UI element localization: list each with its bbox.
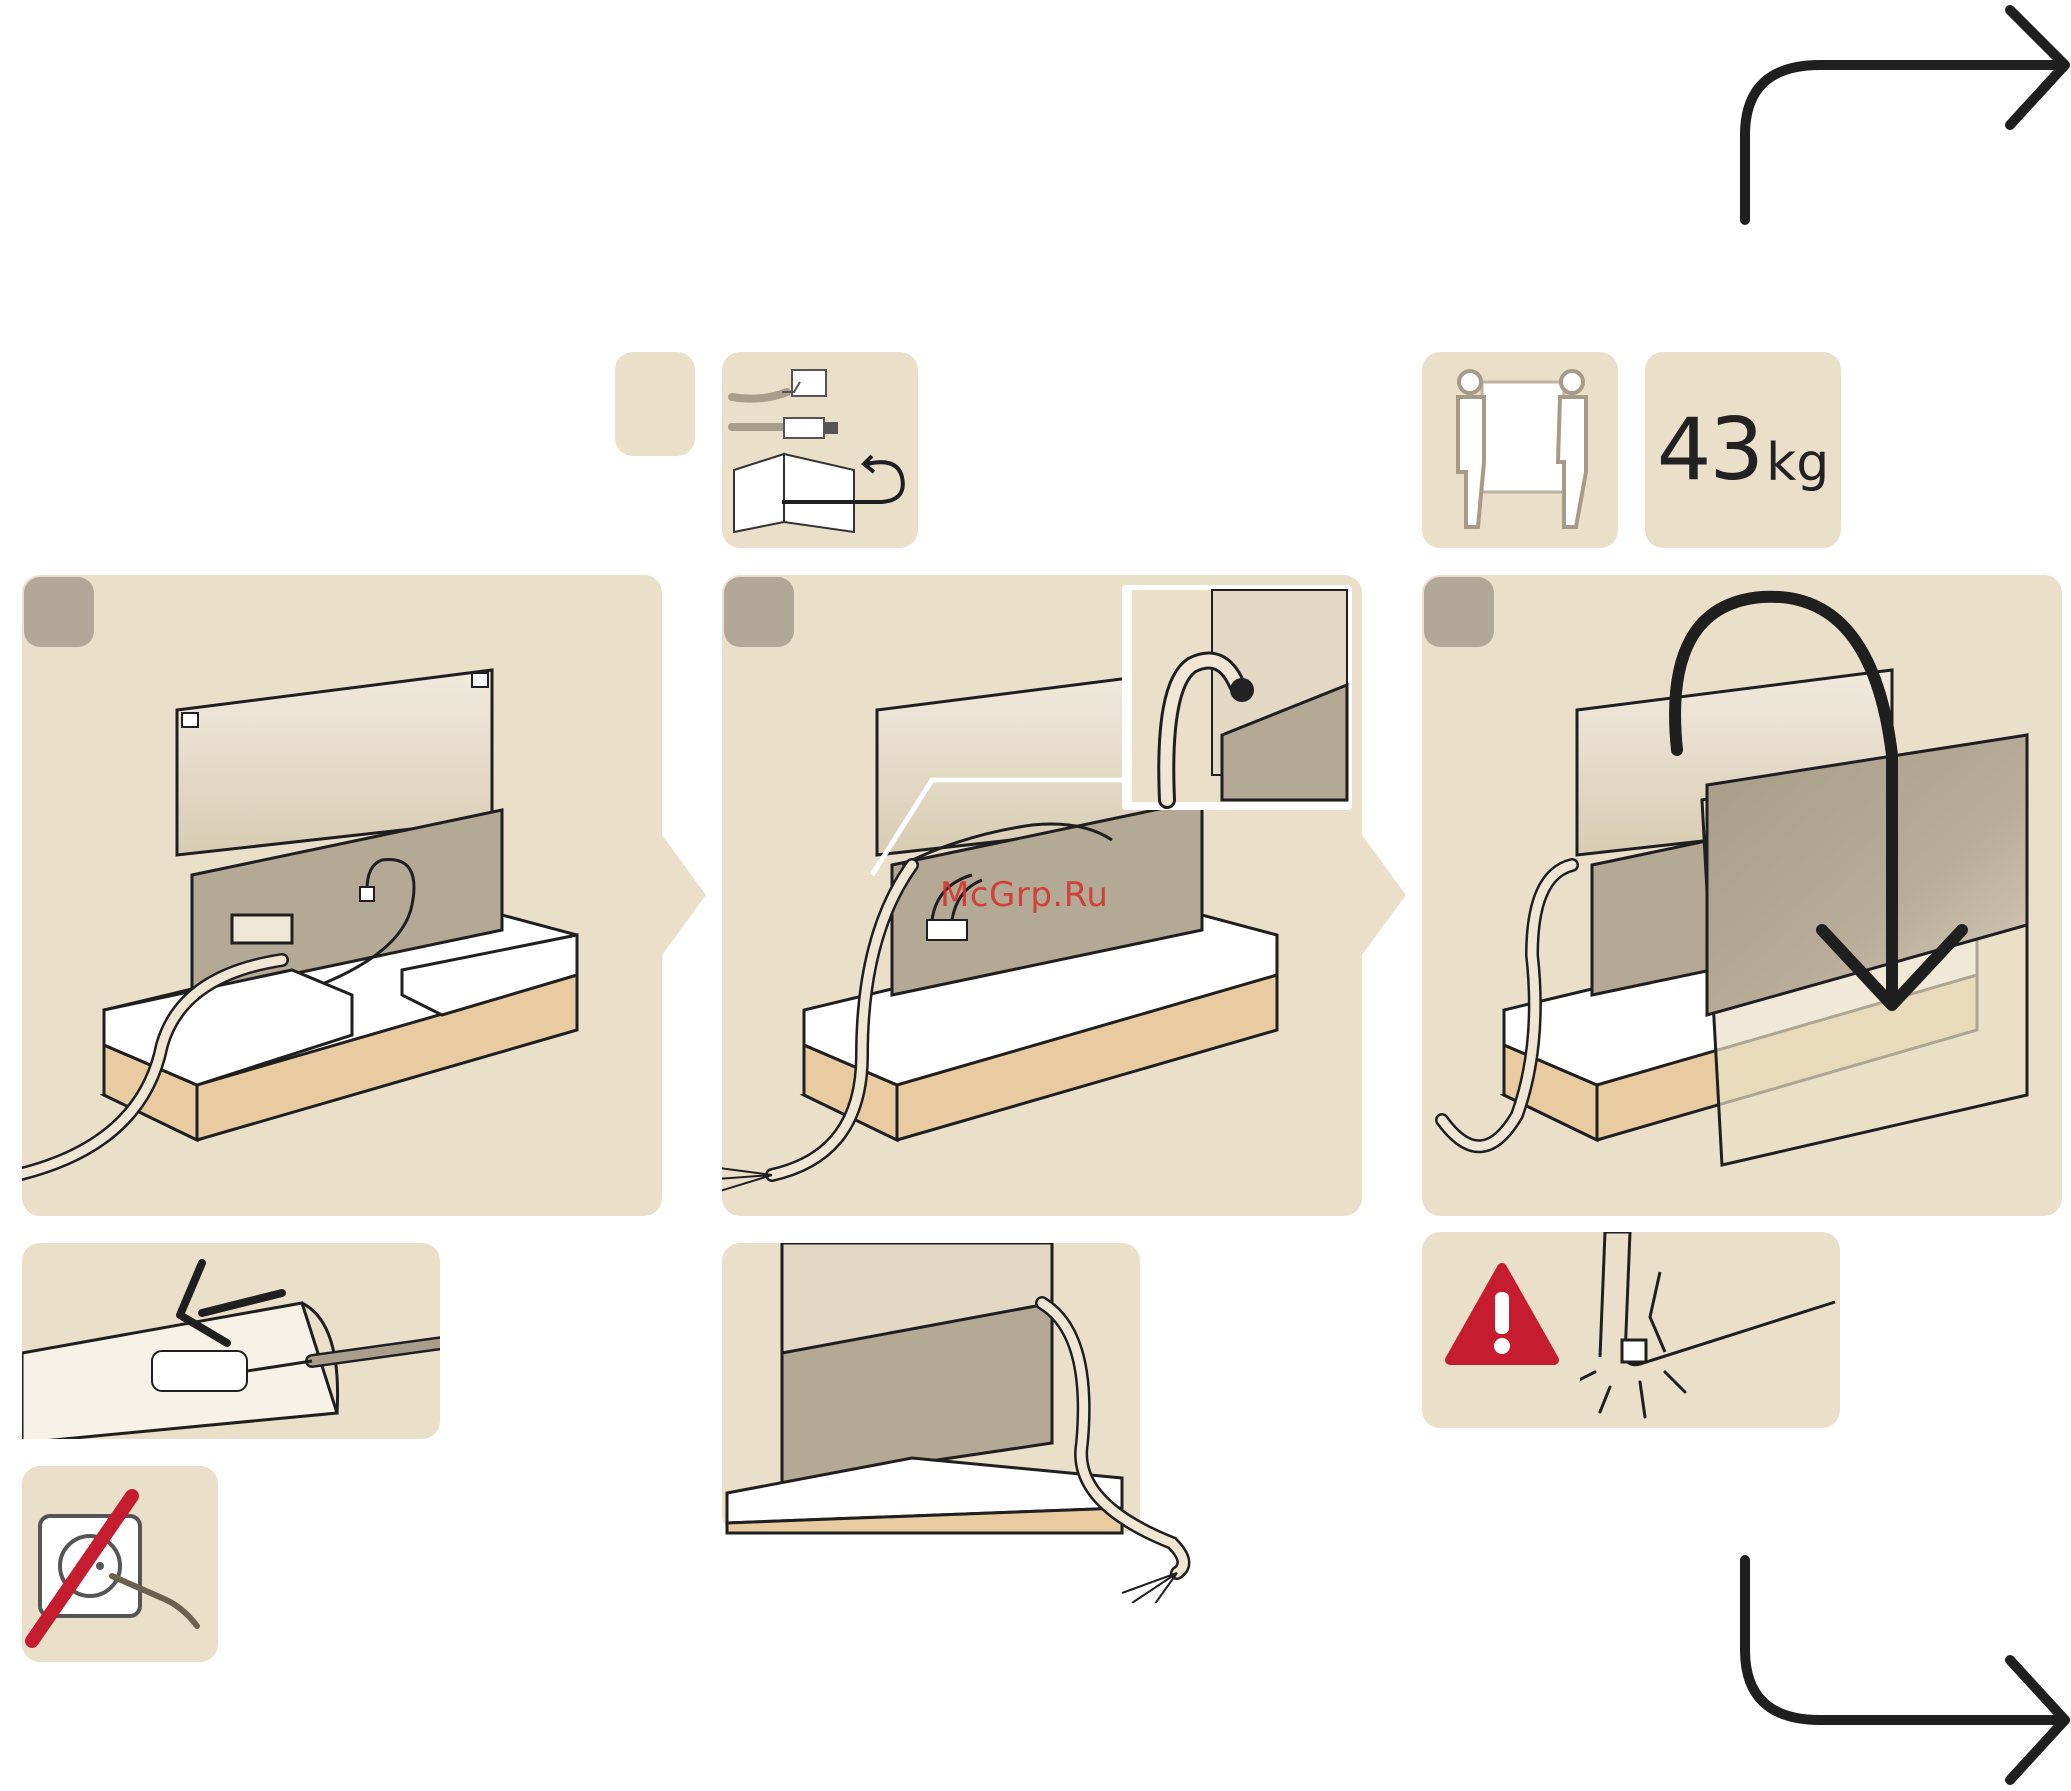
watermark-text: McGrp.Ru	[940, 875, 1108, 915]
cable-exit-detail-tile	[722, 1243, 1140, 1533]
step-3-panel	[1422, 575, 2062, 1216]
weight-unit: kg	[1766, 433, 1829, 493]
two-person-lift-tile	[1422, 352, 1618, 548]
no-plug-icon	[22, 1466, 218, 1662]
weight-label: 43 kg	[1645, 352, 1841, 548]
step-2-to-3-chevron	[1362, 835, 1406, 955]
no-plug-tile	[22, 1466, 218, 1662]
blank-info-tile	[615, 352, 695, 456]
weight-value: 43	[1657, 400, 1762, 500]
cables-box-tile	[722, 352, 918, 548]
step-1-panel	[22, 575, 662, 1216]
two-person-lift-icon	[1422, 352, 1618, 548]
top-flip-arrow-icon	[1725, 5, 2070, 225]
cables-box-icon	[722, 352, 918, 548]
tv-on-foam-illustration	[22, 575, 662, 1216]
cable-sleeve-icon	[22, 1243, 440, 1439]
cable-sleeve-tile	[22, 1243, 440, 1439]
step-1-to-2-chevron	[662, 835, 706, 955]
bottom-flip-arrow-icon	[1725, 1555, 2070, 1791]
warning-triangle-icon	[1442, 1260, 1562, 1370]
tv-flip-glass-illustration	[1422, 575, 2062, 1216]
weight-tile: 43 kg	[1645, 352, 1841, 548]
cable-exit-illustration	[722, 1243, 1202, 1603]
glass-crack-icon	[1580, 1232, 1840, 1428]
warning-tile	[1422, 1232, 1840, 1428]
